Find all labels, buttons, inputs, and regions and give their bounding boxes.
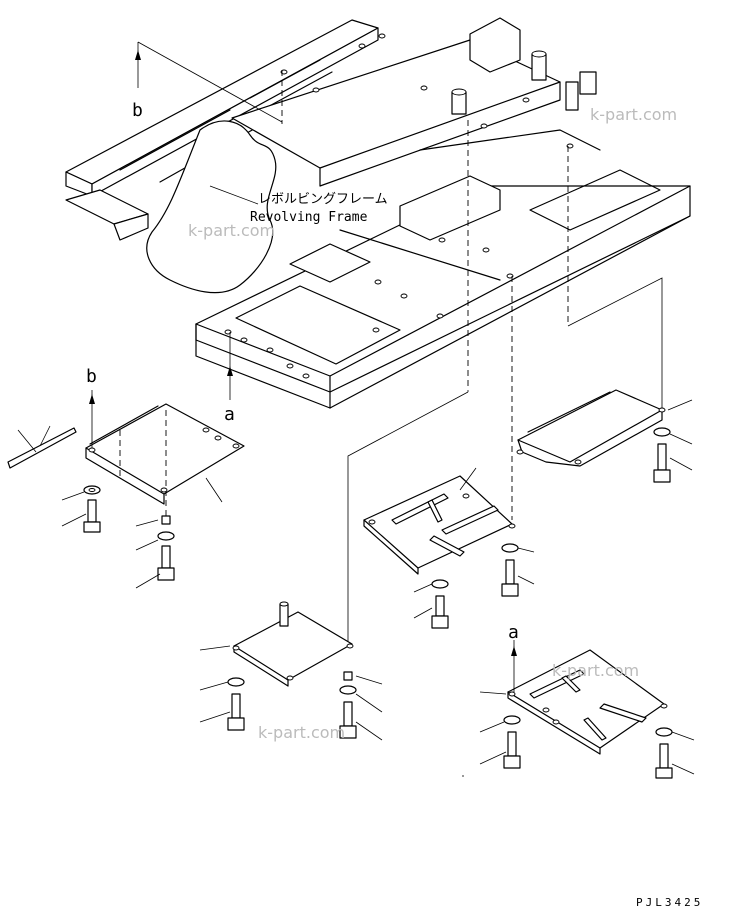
- callout-b-bottom-label: b: [86, 366, 97, 387]
- drop-lines: [281, 70, 663, 644]
- bracket-strip: [7, 425, 77, 469]
- hardware-cover5: [462, 691, 695, 779]
- frame-label-en: Revolving Frame: [250, 210, 368, 225]
- revolving-frame: [65, 17, 691, 409]
- hardware-cover1: [61, 485, 175, 589]
- watermark-2: k-part.com: [188, 221, 275, 240]
- cover-plate-4: [232, 601, 354, 687]
- drawing-code: PJL3425: [636, 896, 703, 909]
- frame-label-jp: レボルビングフレーム: [258, 192, 388, 207]
- frame-label-group: レボルビングフレーム Revolving Frame: [209, 185, 388, 225]
- callout-b-top-label: b: [132, 100, 143, 121]
- watermark-1: k-part.com: [590, 105, 677, 124]
- hardware-cover4: [199, 645, 383, 741]
- cover-plate-3: [516, 389, 666, 467]
- callout-b-bottom: b: [86, 366, 97, 448]
- frame-bolt-holes: [224, 33, 574, 379]
- callout-a-bottom: a: [508, 622, 519, 692]
- cover-plate-5: [507, 649, 668, 755]
- hardware-cover2: [413, 543, 535, 629]
- callout-a-frame-label: a: [224, 404, 235, 425]
- watermark-4: k-part.com: [258, 723, 345, 742]
- callout-a-frame: a: [224, 332, 235, 425]
- watermark-3: k-part.com: [552, 661, 639, 680]
- cover-plate-1: [85, 403, 245, 520]
- cover-plate-2: [363, 467, 516, 575]
- callout-b-top: b: [132, 41, 283, 123]
- hardware-cover3: [653, 399, 693, 483]
- watermarks: k-part.com k-part.com k-part.com k-part.…: [188, 105, 677, 742]
- callout-a-bottom-label: a: [508, 622, 519, 643]
